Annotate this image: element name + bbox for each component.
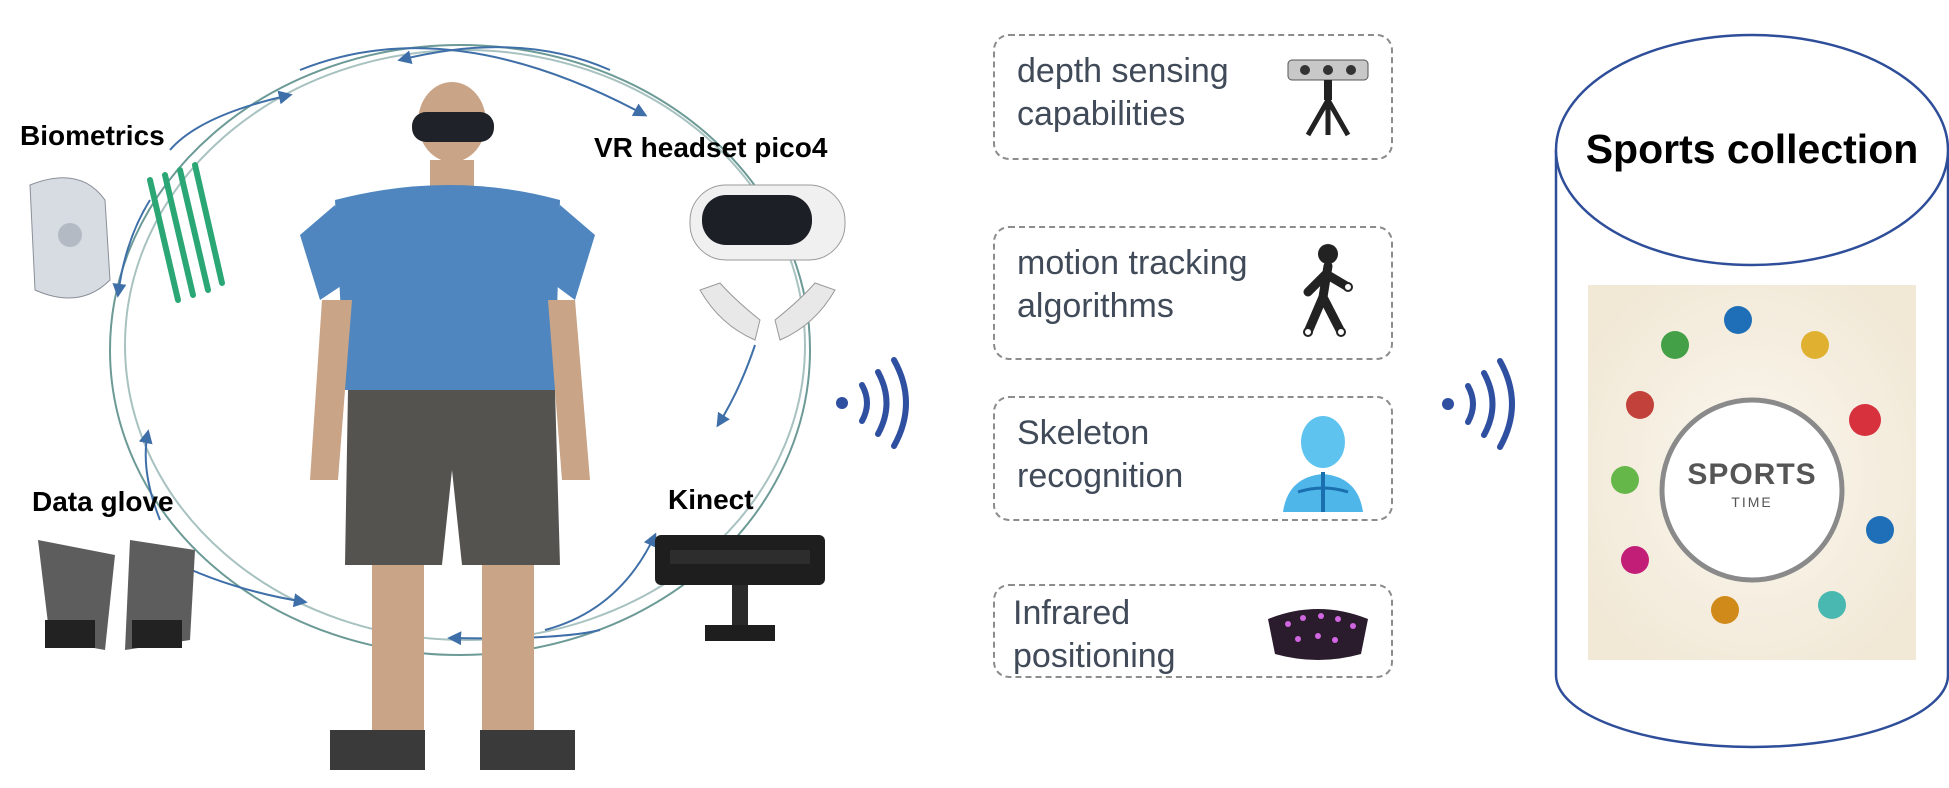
signal-icon-right (1442, 358, 1515, 450)
badge-main-text: SPORTS (1687, 458, 1817, 491)
feature-line1: motion tracking (1017, 244, 1248, 282)
person-figure (300, 82, 595, 770)
sports-time-badge (1588, 285, 1916, 660)
database-title: Sports collection (1585, 126, 1919, 172)
vr-headset-worn (412, 112, 494, 142)
skeleton-xray-icon (1283, 416, 1363, 512)
kinect-image (655, 535, 825, 641)
data-glove-image (38, 540, 195, 650)
signal-icon-left (836, 357, 909, 449)
label-vr-headset: VR headset pico4 (594, 132, 828, 163)
infrared-mask-icon (1268, 609, 1368, 660)
feature-box-motion-tracking: motion tracking algorithms (993, 226, 1393, 360)
feature-box-skeleton-recognition: Skeleton recognition (993, 396, 1393, 521)
walking-person-icon (1303, 244, 1353, 337)
vr-headset-image (689, 184, 846, 341)
feature-line1: depth sensing (1017, 52, 1229, 90)
feature-line1: Skeleton (1017, 414, 1150, 452)
tripod-camera-icon (1287, 59, 1369, 137)
blue-shirt (335, 185, 560, 390)
feature-box-depth-sensing: depth sensing capabilities (993, 34, 1393, 160)
feature-line2: algorithms (1017, 287, 1174, 325)
shorts (345, 390, 560, 565)
feature-box-infrared-positioning: Infrared positioning (993, 584, 1393, 678)
feature-line2: capabilities (1017, 95, 1186, 133)
sport-silhouettes (1611, 306, 1894, 624)
feature-line2: recognition (1017, 457, 1184, 495)
label-data-glove: Data glove (32, 486, 174, 517)
sports-database-cylinder (1554, 33, 1949, 749)
label-biometrics: Biometrics (20, 120, 165, 151)
feature-line1: Infrared (1013, 594, 1131, 632)
sensor-loop (109, 44, 811, 656)
badge-sub-text: TIME (1731, 494, 1773, 510)
feature-line2: positioning (1013, 637, 1176, 675)
label-kinect: Kinect (668, 484, 754, 515)
biometrics-device (29, 162, 225, 303)
